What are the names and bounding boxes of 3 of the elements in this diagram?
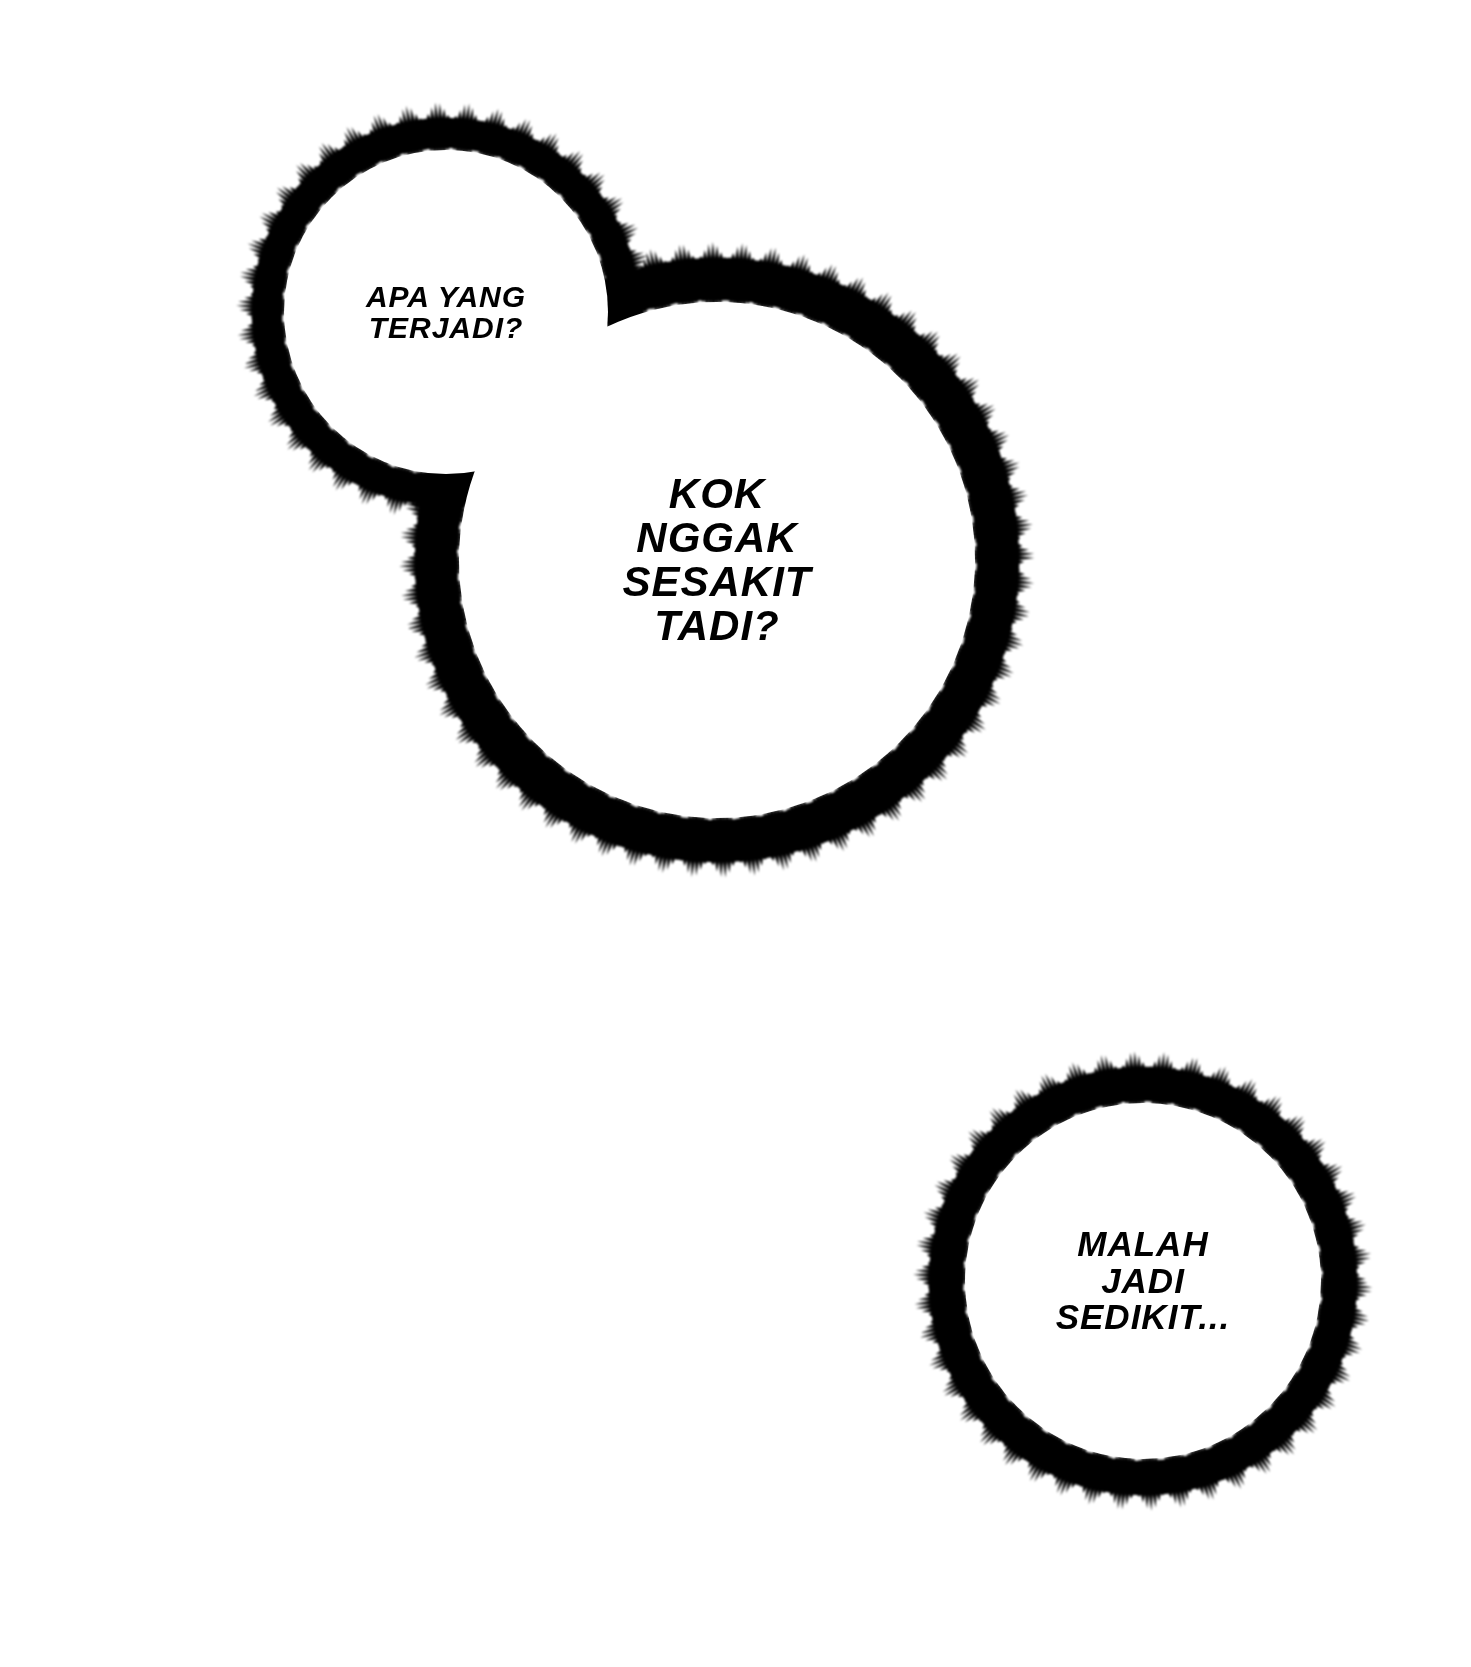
- speech-text: APA YANG TERJADI?: [364, 280, 528, 344]
- speech-text: MALAH JADI SEDIKIT...: [1054, 1225, 1232, 1337]
- speech-text: KOK NGGAK SESAKIT TADI?: [621, 471, 815, 649]
